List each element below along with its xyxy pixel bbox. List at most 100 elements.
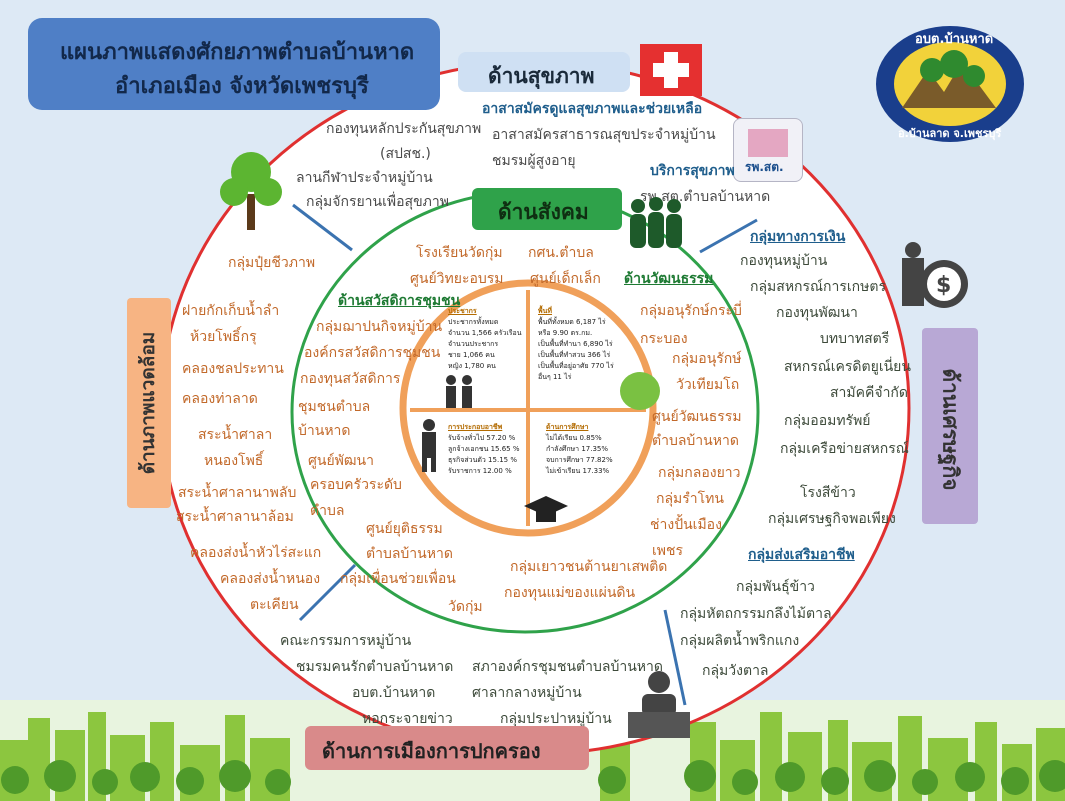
welfare-2: กองทุนสวัสดิการ [300, 371, 401, 387]
education-line-1: กำลังศึกษา 17.35% [546, 445, 609, 453]
env-item-7: สระน้ำศาลานาพลับ [178, 485, 297, 501]
culture-5: ตำบลบ้านหาด [652, 433, 739, 449]
health-left1: กองทุนหลักประกันสุขภาพ [326, 121, 482, 137]
social-top-3: ศูนย์เด็กเล็ก [530, 271, 601, 287]
welfare-5: ศูนย์พัฒนา [308, 453, 374, 469]
env-item-1: ฝายกักเก็บน้ำลำ [182, 303, 280, 319]
culture-0: กลุ่มอนุรักษ์กระบี่ [640, 303, 742, 319]
occupation-line-2: ธุรกิจส่วนตัว 15.15 % [448, 456, 517, 464]
graduation-cap-icon [522, 494, 570, 528]
environment-label-box [127, 298, 171, 508]
politics-left-1: ชมรมคนรักตำบลบ้านหาด [296, 659, 454, 675]
env-item-0: กลุ่มปุ๋ยชีวภาพ [228, 255, 316, 271]
occupation-line-1: ลูกจ้างเอกชน 15.65 % [448, 445, 520, 453]
welfare-7: ตำบล [310, 503, 345, 519]
economy-heading1: กลุ่มทางการเงิน [750, 229, 846, 245]
career-item-2: กลุ่มผลิตน้ำพริกแกง [680, 633, 800, 649]
svg-text:$: $ [936, 273, 951, 298]
land-line-0: พื้นที่ทั้งหมด 6,187 ไร่ [538, 318, 606, 326]
env-item-9: คลองส่งน้ำหัวไร่สะแก [190, 545, 322, 561]
land-line-1: หรือ 9.90 ตร.กม. [538, 329, 593, 337]
finance-item-3: บทบาทสตรี [820, 331, 890, 347]
welfare-3: ชุมชนตำบล [298, 399, 371, 415]
politics-left-3: หอกระจายข่าว [362, 711, 453, 727]
health-label-box [458, 52, 630, 92]
welfare-9: ตำบลบ้านหาด [366, 546, 453, 562]
population-line-3: ชาย 1,066 คน [448, 351, 495, 359]
land-line-2: เป็นพื้นที่ทำนา 6,890 ไร่ [538, 340, 613, 348]
env-item-5: สระน้ำศาลา [198, 427, 273, 443]
finance-item-1: กลุ่มสหกรณ์การเกษตร [750, 279, 887, 295]
econ-middle-0: โรงสีข้าว [800, 485, 856, 501]
culture-8: ช่างปั้นเมือง [650, 517, 722, 533]
logo-bottom-text: อ.บ้านลาด จ.เพชรบุรี [898, 127, 1002, 140]
welfare-6: ครอบครัวระดับ [310, 477, 402, 493]
politics-label-box [305, 726, 589, 770]
core-land: พื้นที่ พื้นที่ทั้งหมด 6,187 ไร่ หรือ 9.… [538, 306, 614, 383]
social-bottom-0: กลุ่มเยาวชนต้านยาเสพติด [510, 559, 668, 575]
trees-row [1, 760, 1065, 795]
health-left2: (สปสช.) [380, 146, 431, 162]
env-item-8: สระน้ำศาลานาล้อม [176, 509, 294, 525]
land-line-3: เป็นพื้นที่ทำสวน 366 ไร่ [538, 351, 611, 359]
education-line-3: ไม่เข้าเรียน 17.33% [546, 467, 610, 475]
finance-item-6: กลุ่มออมทรัพย์ [784, 413, 871, 429]
culture-4: ศูนย์วัฒนธรรม [652, 409, 742, 425]
hospital-icon [733, 118, 803, 182]
first-aid-icon [640, 44, 702, 96]
politics-right-0: สภาองค์กรชุมชนตำบลบ้านหาด [472, 659, 663, 675]
social-top-2: ศูนย์วิทยะอบรม [410, 271, 504, 287]
welfare-10: กลุ่มเพื่อนช่วยเพื่อน [340, 571, 456, 587]
title-box [28, 18, 440, 110]
culture-7: กลุ่มรำโทน [656, 491, 724, 507]
finance-item-5: สามัคคีจำกัด [830, 385, 908, 401]
culture-1: กระบอง [640, 331, 688, 347]
worker-icon [414, 418, 444, 474]
career-item-0: กลุ่มพันธุ์ข้าว [736, 579, 815, 595]
land-icon [620, 372, 660, 410]
welfare-0: กลุ่มฌาปนกิจหมู่บ้าน [316, 319, 443, 335]
politics-right-2: กลุ่มประปาหมู่บ้าน [500, 711, 612, 727]
welfare-8: ศูนย์ยุติธรรม [366, 521, 443, 537]
speaker-podium-icon [622, 668, 696, 740]
education-line-0: ไม่ได้เรียน 0.85% [546, 434, 602, 442]
economy-heading2: กลุ่มส่งเสริมอาชีพ [748, 547, 855, 563]
population-line-0: ประชากรทั้งหมด [448, 318, 499, 326]
culture-2: กลุ่มอนุรักษ์ [672, 351, 742, 367]
env-item-3: คลองชลประทาน [182, 361, 284, 377]
core-occupation: การประกอบอาชีพ รับจ้างทั่วไป 57.20 % ลูก… [448, 422, 520, 477]
culture-9: เพชร [652, 543, 684, 559]
social-top-1: กศน.ตำบล [528, 245, 594, 261]
culture-3: วัวเทียมโถ [676, 377, 740, 393]
econ-middle-1: กลุ่มเศรษฐกิจพอเพียง [768, 511, 896, 527]
env-item-2: ห้วยโพธิ์กรุ [190, 329, 257, 345]
health-item2: ชมรมผู้สูงอายุ [492, 153, 576, 169]
welfare-11: วัดกุ่ม [448, 599, 483, 615]
welfare-4: บ้านหาด [298, 423, 351, 439]
health-heading2: บริการสุขภาพ [650, 163, 735, 179]
finance-item-4: สหกรณ์เครดิตยูเนี่ยน [784, 359, 911, 375]
occupation-line-0: รับจ้างทั่วไป 57.20 % [448, 434, 516, 442]
core-education: ด้านการศึกษา ไม่ได้เรียน 0.85% กำลังศึกษ… [546, 422, 613, 477]
health-item1: อาสาสมัครสาธารณสุขประจำหมู่บ้าน [492, 127, 716, 143]
economy-label: ด้านเศรษฐกิจ [938, 368, 963, 491]
money-bag-icon: $ [900, 240, 970, 310]
welfare-heading: ด้านสวัสดิการชุมชน [338, 293, 461, 309]
culture-heading: ด้านวัฒนธรรม [624, 271, 714, 287]
title-line1: แผนภาพแสดงศักยภาพตำบลบ้านหาด [60, 40, 415, 65]
politics-right-1: ศาลากลางหมู่บ้าน [472, 685, 582, 701]
economy-label-box [922, 328, 978, 524]
education-heading: ด้านการศึกษา [546, 423, 589, 431]
welfare-1: องค์กรสวัสดิการชุมชน [304, 345, 441, 361]
health-left3: ลานกีฬาประจำหมู่บ้าน [296, 170, 433, 186]
social-label: ด้านสังคม [498, 200, 589, 224]
env-item-4: คลองท่าลาด [182, 391, 258, 407]
occupation-heading: การประกอบอาชีพ [448, 423, 503, 431]
politics-left-0: คณะกรรมการหมู่บ้าน [280, 633, 412, 649]
divider-spokes [292, 203, 758, 706]
family-icon [442, 374, 476, 410]
politics-label: ด้านการเมืองการปกครอง [322, 739, 541, 763]
population-line-1: จำนวน 1,566 ครัวเรือน [448, 329, 522, 337]
